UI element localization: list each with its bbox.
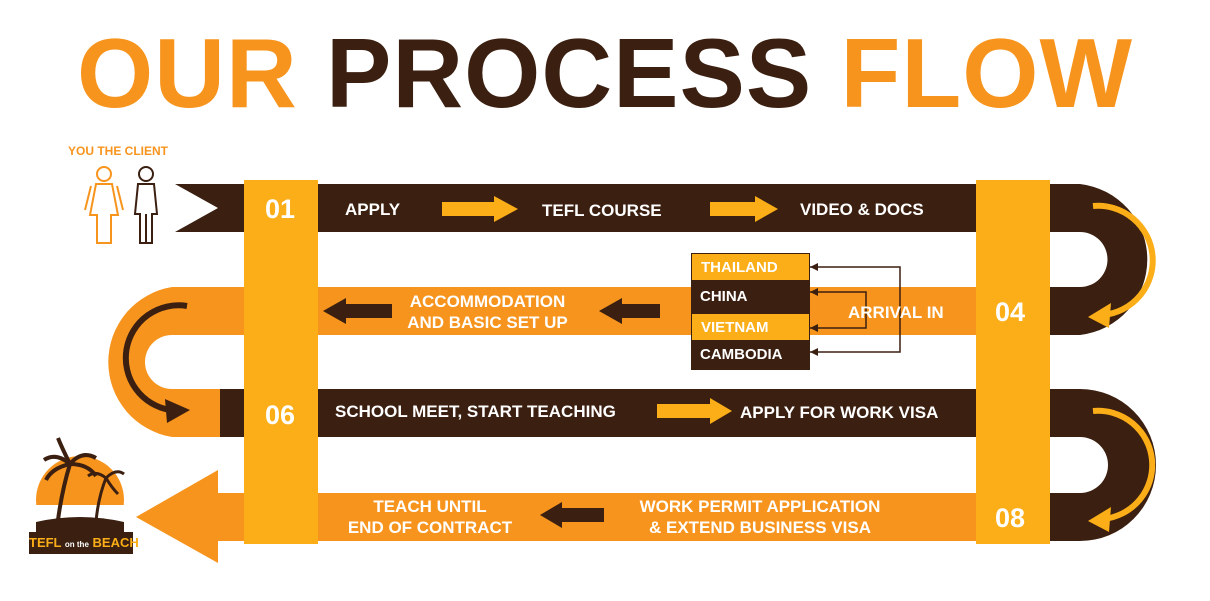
start-chevron [175,184,218,232]
step-school-meet: SCHOOL MEET, START TEACHING [335,402,616,421]
title-word-flow: FLOW [840,18,1133,128]
permit-line1: WORK PERMIT APPLICATION [639,497,881,516]
step-apply-work-visa: APPLY FOR WORK VISA [740,403,939,422]
connector-head-4 [810,348,818,356]
u-turn-right-top [1030,184,1148,335]
arrow-school-to-visa [657,398,732,424]
country-vietnam: VIETNAM [691,313,810,341]
arrow-arrival-to-accommodation [599,298,660,324]
page-title: OUR PROCESS FLOW [0,18,1210,128]
step-number-06: 06 [265,400,296,430]
logo-wordmark: TEFL on the BEACH [29,532,139,554]
country-cambodia: CAMBODIA [691,341,810,370]
logo-tefl: TEFL [29,535,62,550]
step-video-docs: VIDEO & DOCS [800,200,924,219]
step-work-permit: WORK PERMIT APPLICATION & EXTEND BUSINES… [620,496,900,538]
country-thailand: THAILAND [691,253,810,281]
client-label: YOU THE CLIENT [68,144,169,158]
step-teach-until: TEACH UNTIL END OF CONTRACT [330,496,530,538]
title-word-our: OUR [77,18,298,128]
logo-on-the: on the [64,540,89,549]
client-figures-icon [84,166,159,244]
row4-band [215,493,1040,541]
arrow-tefl-to-video [710,196,778,222]
curve-arrow-left [122,302,188,413]
curve-arrow-right-top [1092,202,1156,318]
teach-line2: END OF CONTRACT [347,518,513,537]
step-apply: APPLY [345,200,401,219]
connector-head-3 [810,324,818,332]
arrow-permit-to-teach [540,502,604,528]
logo-beach: BEACH [92,535,139,550]
step-number-01: 01 [265,194,296,224]
arrow-apply-to-tefl [442,196,518,222]
tefl-beach-logo-icon [36,437,125,544]
pillar-right [976,180,1050,544]
country-china: CHINA [691,281,810,313]
pillar-left [244,180,318,544]
step-arrival-in: ARRIVAL IN [848,303,944,322]
step-number-08: 08 [995,503,1026,533]
step-accommodation: ACCOMMODATION AND BASIC SET UP [390,291,585,333]
step-number-04: 04 [995,297,1026,327]
permit-line2: & EXTEND BUSINESS VISA [649,518,871,537]
curve-arrow-right-top-head [1088,303,1111,328]
connector-head-2 [810,288,818,296]
arrival-connectors [810,266,901,353]
curve-arrow-right-bottom [1092,407,1156,522]
accommodation-line2: AND BASIC SET UP [407,313,568,332]
step-tefl-course: TEFL COURSE [542,201,662,220]
curve-arrow-left-head [165,399,190,423]
teach-line1: TEACH UNTIL [373,497,487,516]
title-word-process: PROCESS [326,18,813,128]
connector-head-1 [810,263,818,271]
curve-arrow-right-bottom-head [1088,507,1111,532]
accommodation-line1: ACCOMMODATION [409,292,566,311]
arrow-accommodation-left [323,298,392,324]
exit-arrow-head [136,470,218,563]
u-turn-right-bottom [1030,389,1156,541]
